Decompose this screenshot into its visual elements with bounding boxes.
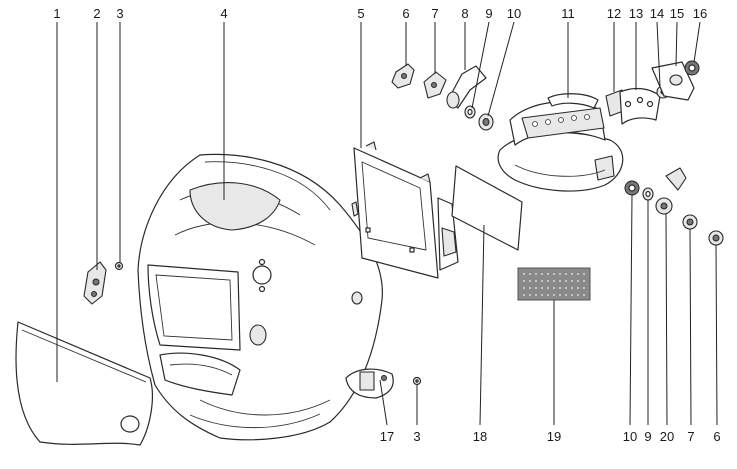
callout-19: 19 bbox=[547, 429, 561, 444]
callout-18: 18 bbox=[473, 429, 487, 444]
callout-2: 2 bbox=[93, 6, 100, 21]
callout-10-lower: 10 bbox=[623, 429, 637, 444]
callout-16: 16 bbox=[693, 6, 707, 21]
part-6-knob-lower bbox=[708, 230, 724, 246]
part-6-knob bbox=[391, 63, 415, 89]
callout-8: 8 bbox=[461, 6, 468, 21]
callout-9-lower: 9 bbox=[644, 429, 651, 444]
callout-1: 1 bbox=[53, 6, 60, 21]
callout-12: 12 bbox=[607, 6, 621, 21]
callout-3-lower: 3 bbox=[413, 429, 420, 444]
part-15-pad bbox=[651, 61, 695, 101]
callouts-bottom: 17 3 18 19 10 9 20 7 6 bbox=[380, 429, 721, 444]
callout-4: 4 bbox=[220, 6, 227, 21]
part-16-knob bbox=[684, 60, 700, 76]
callout-17: 17 bbox=[380, 429, 394, 444]
callout-15: 15 bbox=[670, 6, 684, 21]
callout-6: 6 bbox=[402, 6, 409, 21]
part-3-screw-lower bbox=[412, 376, 422, 386]
part-13-sweatband bbox=[619, 87, 661, 125]
callout-11: 11 bbox=[561, 6, 575, 21]
callout-3: 3 bbox=[116, 6, 123, 21]
callout-20: 20 bbox=[660, 429, 674, 444]
callout-6-lower: 6 bbox=[713, 429, 720, 444]
part-4-helmet-shell bbox=[137, 153, 383, 441]
part-9-washer-lower bbox=[642, 187, 654, 201]
part-2-side-clip bbox=[83, 261, 107, 305]
part-5-filter-frame bbox=[351, 141, 459, 279]
callout-7: 7 bbox=[431, 6, 438, 21]
part-9-washer bbox=[464, 105, 476, 119]
part-7-ratchet-lower bbox=[682, 214, 698, 230]
callout-9: 9 bbox=[485, 6, 492, 21]
callout-14: 14 bbox=[650, 6, 664, 21]
part-10-knob-lower bbox=[624, 180, 640, 196]
part-1-cover-lens bbox=[15, 321, 153, 446]
callouts-top: 1 2 3 4 5 6 7 8 9 10 11 12 13 14 15 16 bbox=[53, 6, 707, 21]
part-17-pivot bbox=[345, 368, 394, 399]
callout-10: 10 bbox=[507, 6, 521, 21]
callout-5: 5 bbox=[357, 6, 364, 21]
part-20-ratchet-gear bbox=[655, 167, 687, 215]
part-8-adjuster bbox=[446, 65, 487, 109]
part-11-headgear bbox=[497, 93, 624, 192]
part-18-cover-plate bbox=[451, 165, 523, 251]
callout-13: 13 bbox=[629, 6, 643, 21]
part-3-screw bbox=[114, 261, 124, 271]
leader-lines bbox=[56, 21, 718, 426]
part-7-ratchet bbox=[423, 71, 447, 99]
part-10-knob bbox=[478, 113, 494, 131]
part-19-adf-cartridge bbox=[517, 267, 591, 301]
callout-7-lower: 7 bbox=[687, 429, 694, 444]
